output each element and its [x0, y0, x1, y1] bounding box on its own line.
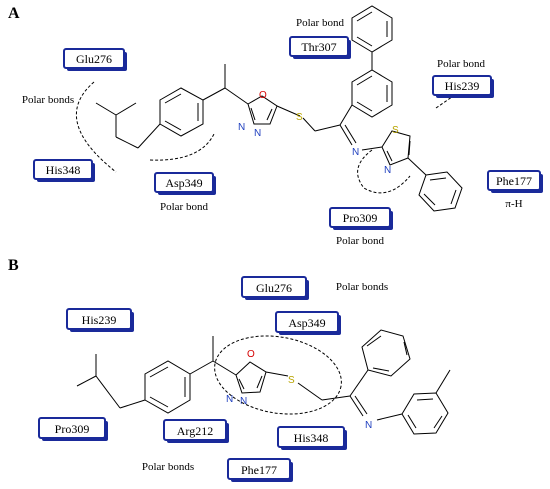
benzene-ring [159, 87, 204, 137]
oxadiazole-ring [247, 95, 278, 125]
interaction-note: Polar bond [437, 58, 485, 70]
interaction-note: Polar bonds [142, 461, 194, 473]
svg-text:Phe177: Phe177 [241, 463, 277, 477]
interaction-note: Polar bonds [22, 94, 74, 106]
tolyl-ring [401, 392, 449, 435]
ligand-b: O N N S N [76, 329, 451, 435]
nitrogen-atom: N [352, 147, 359, 158]
residue-phe177: Phe177 [487, 170, 543, 193]
panel-a: A [8, 5, 543, 247]
svg-text:Glu276: Glu276 [256, 281, 292, 295]
nitrogen-atom: N [238, 122, 245, 133]
residue-thr307: Thr307 [289, 36, 351, 59]
interaction-line [75, 81, 117, 173]
svg-text:Pro309: Pro309 [55, 422, 90, 436]
svg-text:Arg212: Arg212 [177, 424, 213, 438]
svg-text:Glu276: Glu276 [76, 52, 112, 66]
residue-pro309: Pro309 [38, 417, 108, 441]
oxygen-atom: O [247, 349, 255, 360]
svg-text:Thr307: Thr307 [301, 40, 336, 54]
ligand-a: O N N S N S N [95, 5, 463, 212]
residue-glu276: Glu276 [63, 48, 127, 71]
interaction-note: Polar bond [296, 17, 344, 29]
residue-his239: His239 [66, 308, 134, 332]
interaction-note: Polar bond [336, 235, 384, 247]
nitrogen-atom: N [365, 420, 372, 431]
svg-text:His348: His348 [46, 163, 81, 177]
residue-phe177: Phe177 [227, 458, 293, 482]
interaction-note: π-H [505, 198, 522, 210]
residue-arg212: Arg212 [163, 419, 229, 443]
residue-glu276: Glu276 [241, 276, 309, 300]
panel-b-letter: B [8, 257, 19, 274]
phenyl-ring [351, 69, 393, 118]
svg-text:Pro309: Pro309 [343, 211, 378, 225]
nitrogen-atom: N [240, 396, 247, 407]
residue-his239: His239 [432, 75, 494, 98]
sulfur-atom: S [296, 112, 303, 123]
panel-b: B [8, 257, 451, 482]
interaction-ellipse [214, 335, 342, 415]
interaction-note: Polar bond [160, 201, 208, 213]
interaction-line [149, 133, 215, 161]
phenyl-ring-thiazole [418, 171, 463, 212]
nitrogen-atom: N [254, 128, 261, 139]
nitrogen-atom: N [384, 165, 391, 176]
benzene-ring [144, 360, 191, 414]
svg-text:His239: His239 [82, 313, 117, 327]
thiazole-ring [381, 130, 411, 166]
sulfur-atom: S [288, 375, 295, 386]
residue-pro309: Pro309 [329, 207, 393, 230]
oxygen-atom: O [259, 90, 267, 101]
svg-text:Asp349: Asp349 [165, 176, 202, 190]
panel-a-letter: A [8, 5, 20, 22]
interaction-note: Polar bonds [336, 281, 388, 293]
residue-his348: His348 [33, 159, 95, 182]
sulfur-atom: S [392, 125, 399, 136]
svg-text:His348: His348 [294, 431, 329, 445]
residue-asp349: Asp349 [154, 172, 216, 195]
svg-text:His239: His239 [445, 79, 480, 93]
phenyl-ring [361, 329, 411, 377]
svg-text:Asp349: Asp349 [288, 316, 325, 330]
residue-his348: His348 [277, 426, 347, 450]
oxadiazole-ring [235, 361, 267, 394]
nitrogen-atom: N [226, 394, 233, 405]
residue-asp349: Asp349 [275, 311, 341, 335]
phenyl-ring-terminal [351, 5, 393, 53]
svg-text:Phe177: Phe177 [496, 174, 532, 188]
